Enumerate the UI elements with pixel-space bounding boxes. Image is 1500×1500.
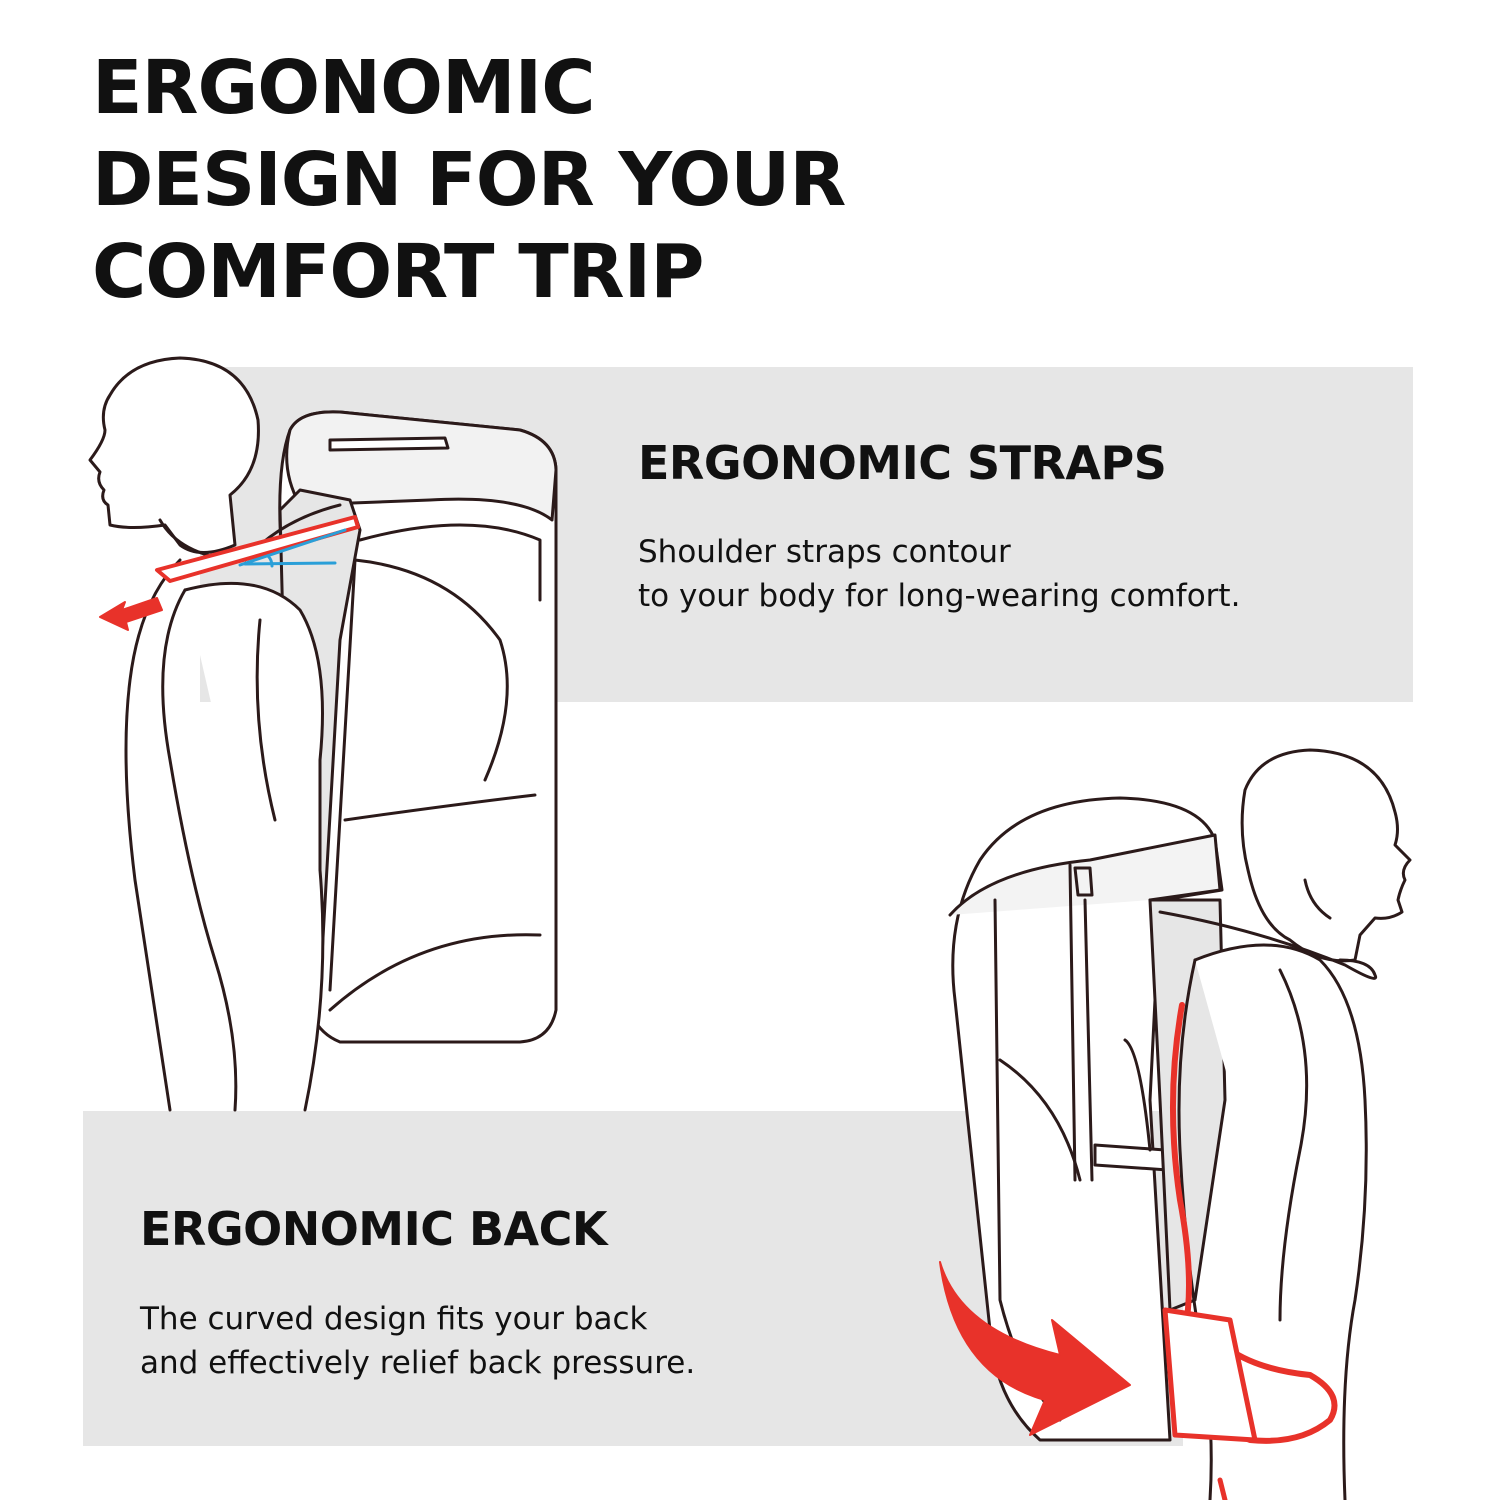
straps-desc-line-1: Shoulder straps contour (638, 534, 1011, 570)
back-desc-line-1: The curved design fits your back (140, 1301, 648, 1337)
back-feature-title: ERGONOMIC BACK (140, 1202, 608, 1256)
headline-line-1: ERGONOMIC (92, 45, 596, 131)
headline-line-3: COMFORT TRIP (92, 229, 704, 315)
headline-line-2: DESIGN FOR YOUR (92, 137, 846, 223)
figure-straps-illustration (88, 356, 558, 1112)
figure-back-illustration (939, 748, 1412, 1500)
straps-feature-description: Shoulder straps contour to your body for… (638, 530, 1240, 618)
back-desc-line-2: and effectively relief back pressure. (140, 1345, 696, 1381)
page-headline: ERGONOMIC DESIGN FOR YOUR COMFORT TRIP (92, 42, 846, 318)
straps-feature-title: ERGONOMIC STRAPS (638, 436, 1167, 490)
straps-desc-line-2: to your body for long-wearing comfort. (638, 578, 1241, 614)
back-feature-description: The curved design fits your back and eff… (140, 1297, 695, 1385)
